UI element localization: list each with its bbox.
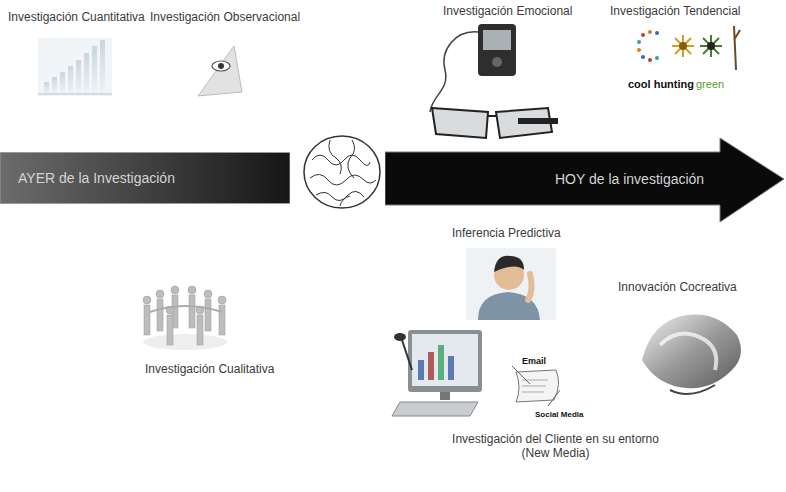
eye-picture — [198, 46, 242, 96]
method-label: Investigación Tendencial — [610, 4, 741, 18]
chart-picture — [38, 38, 112, 96]
logo-text: cool hunting — [628, 78, 694, 91]
arrow-fill — [385, 138, 784, 222]
paper-picture — [512, 366, 560, 406]
icon-label: Social Media — [535, 410, 583, 420]
band-text: HOY de la investigación — [555, 171, 704, 188]
method-label: Inferencia Predictiva — [452, 226, 561, 240]
method-label: Investigación del Cliente en su entorno … — [444, 432, 667, 461]
person-picture — [466, 248, 556, 320]
device-picture — [430, 24, 558, 138]
brain-picture — [304, 136, 380, 208]
method-label: Investigación Observacional — [150, 10, 300, 24]
present-arrow: HOY de la investigación — [385, 130, 786, 230]
past-band: AYER de la Investigación — [0, 152, 290, 204]
icon-label: Email — [522, 356, 546, 367]
computer-picture — [392, 330, 482, 416]
method-label: Innovación Cocreativa — [618, 280, 737, 294]
people-ring-picture — [143, 286, 227, 350]
band-text: AYER de la Investigación — [18, 170, 175, 187]
band-fill — [0, 153, 290, 204]
method-label: Investigación Emocional — [443, 4, 572, 18]
hands-picture — [642, 314, 741, 394]
cool-logo — [637, 26, 740, 70]
logo-text: green — [696, 78, 724, 91]
method-label: Investigación Cuantitativa — [8, 10, 145, 24]
method-label: Investigación Cualitativa — [145, 362, 274, 376]
